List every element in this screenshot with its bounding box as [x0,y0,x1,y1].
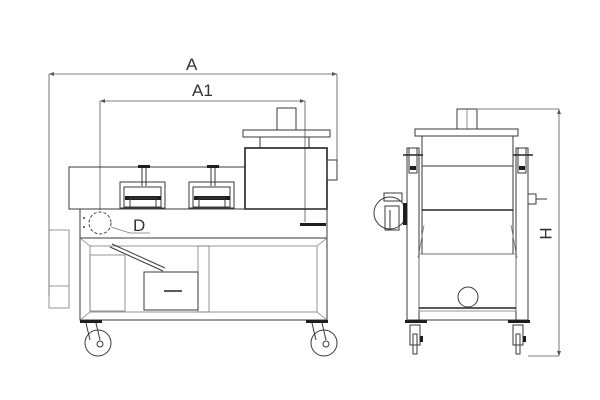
side-clamp-left [403,147,423,174]
side-motor [373,192,407,231]
dimension-a-line [48,72,338,296]
drain-port [457,286,479,308]
dimension-label-d: D [133,216,146,235]
left-outer-post [48,229,70,309]
front-view [48,72,338,357]
side-caster-left [405,320,427,355]
side-view [373,108,561,357]
side-base [407,253,528,321]
side-fitting [527,193,547,205]
table-body [79,208,328,239]
side-caster-right [508,320,530,355]
frame [79,237,328,321]
detail-d-circle [88,211,112,235]
dimension-label-a1: A1 [192,81,213,100]
side-column-left [406,147,420,321]
press-unit-1 [119,165,166,209]
dimension-label-a: A [186,55,198,74]
side-column-right [515,147,529,321]
front-caster-right [306,320,338,357]
front-caster-left [80,320,112,357]
side-lid [414,128,519,137]
dimension-h-line [478,108,561,357]
side-body [417,135,518,259]
side-clamp-right [513,147,533,174]
dimension-a1-line [99,99,306,222]
press-housing [68,166,246,210]
hopper [242,107,338,226]
drawer [143,271,199,311]
press-unit-2 [188,165,235,209]
detail-d-leader [110,226,150,234]
dimension-label-h: H [536,227,556,240]
